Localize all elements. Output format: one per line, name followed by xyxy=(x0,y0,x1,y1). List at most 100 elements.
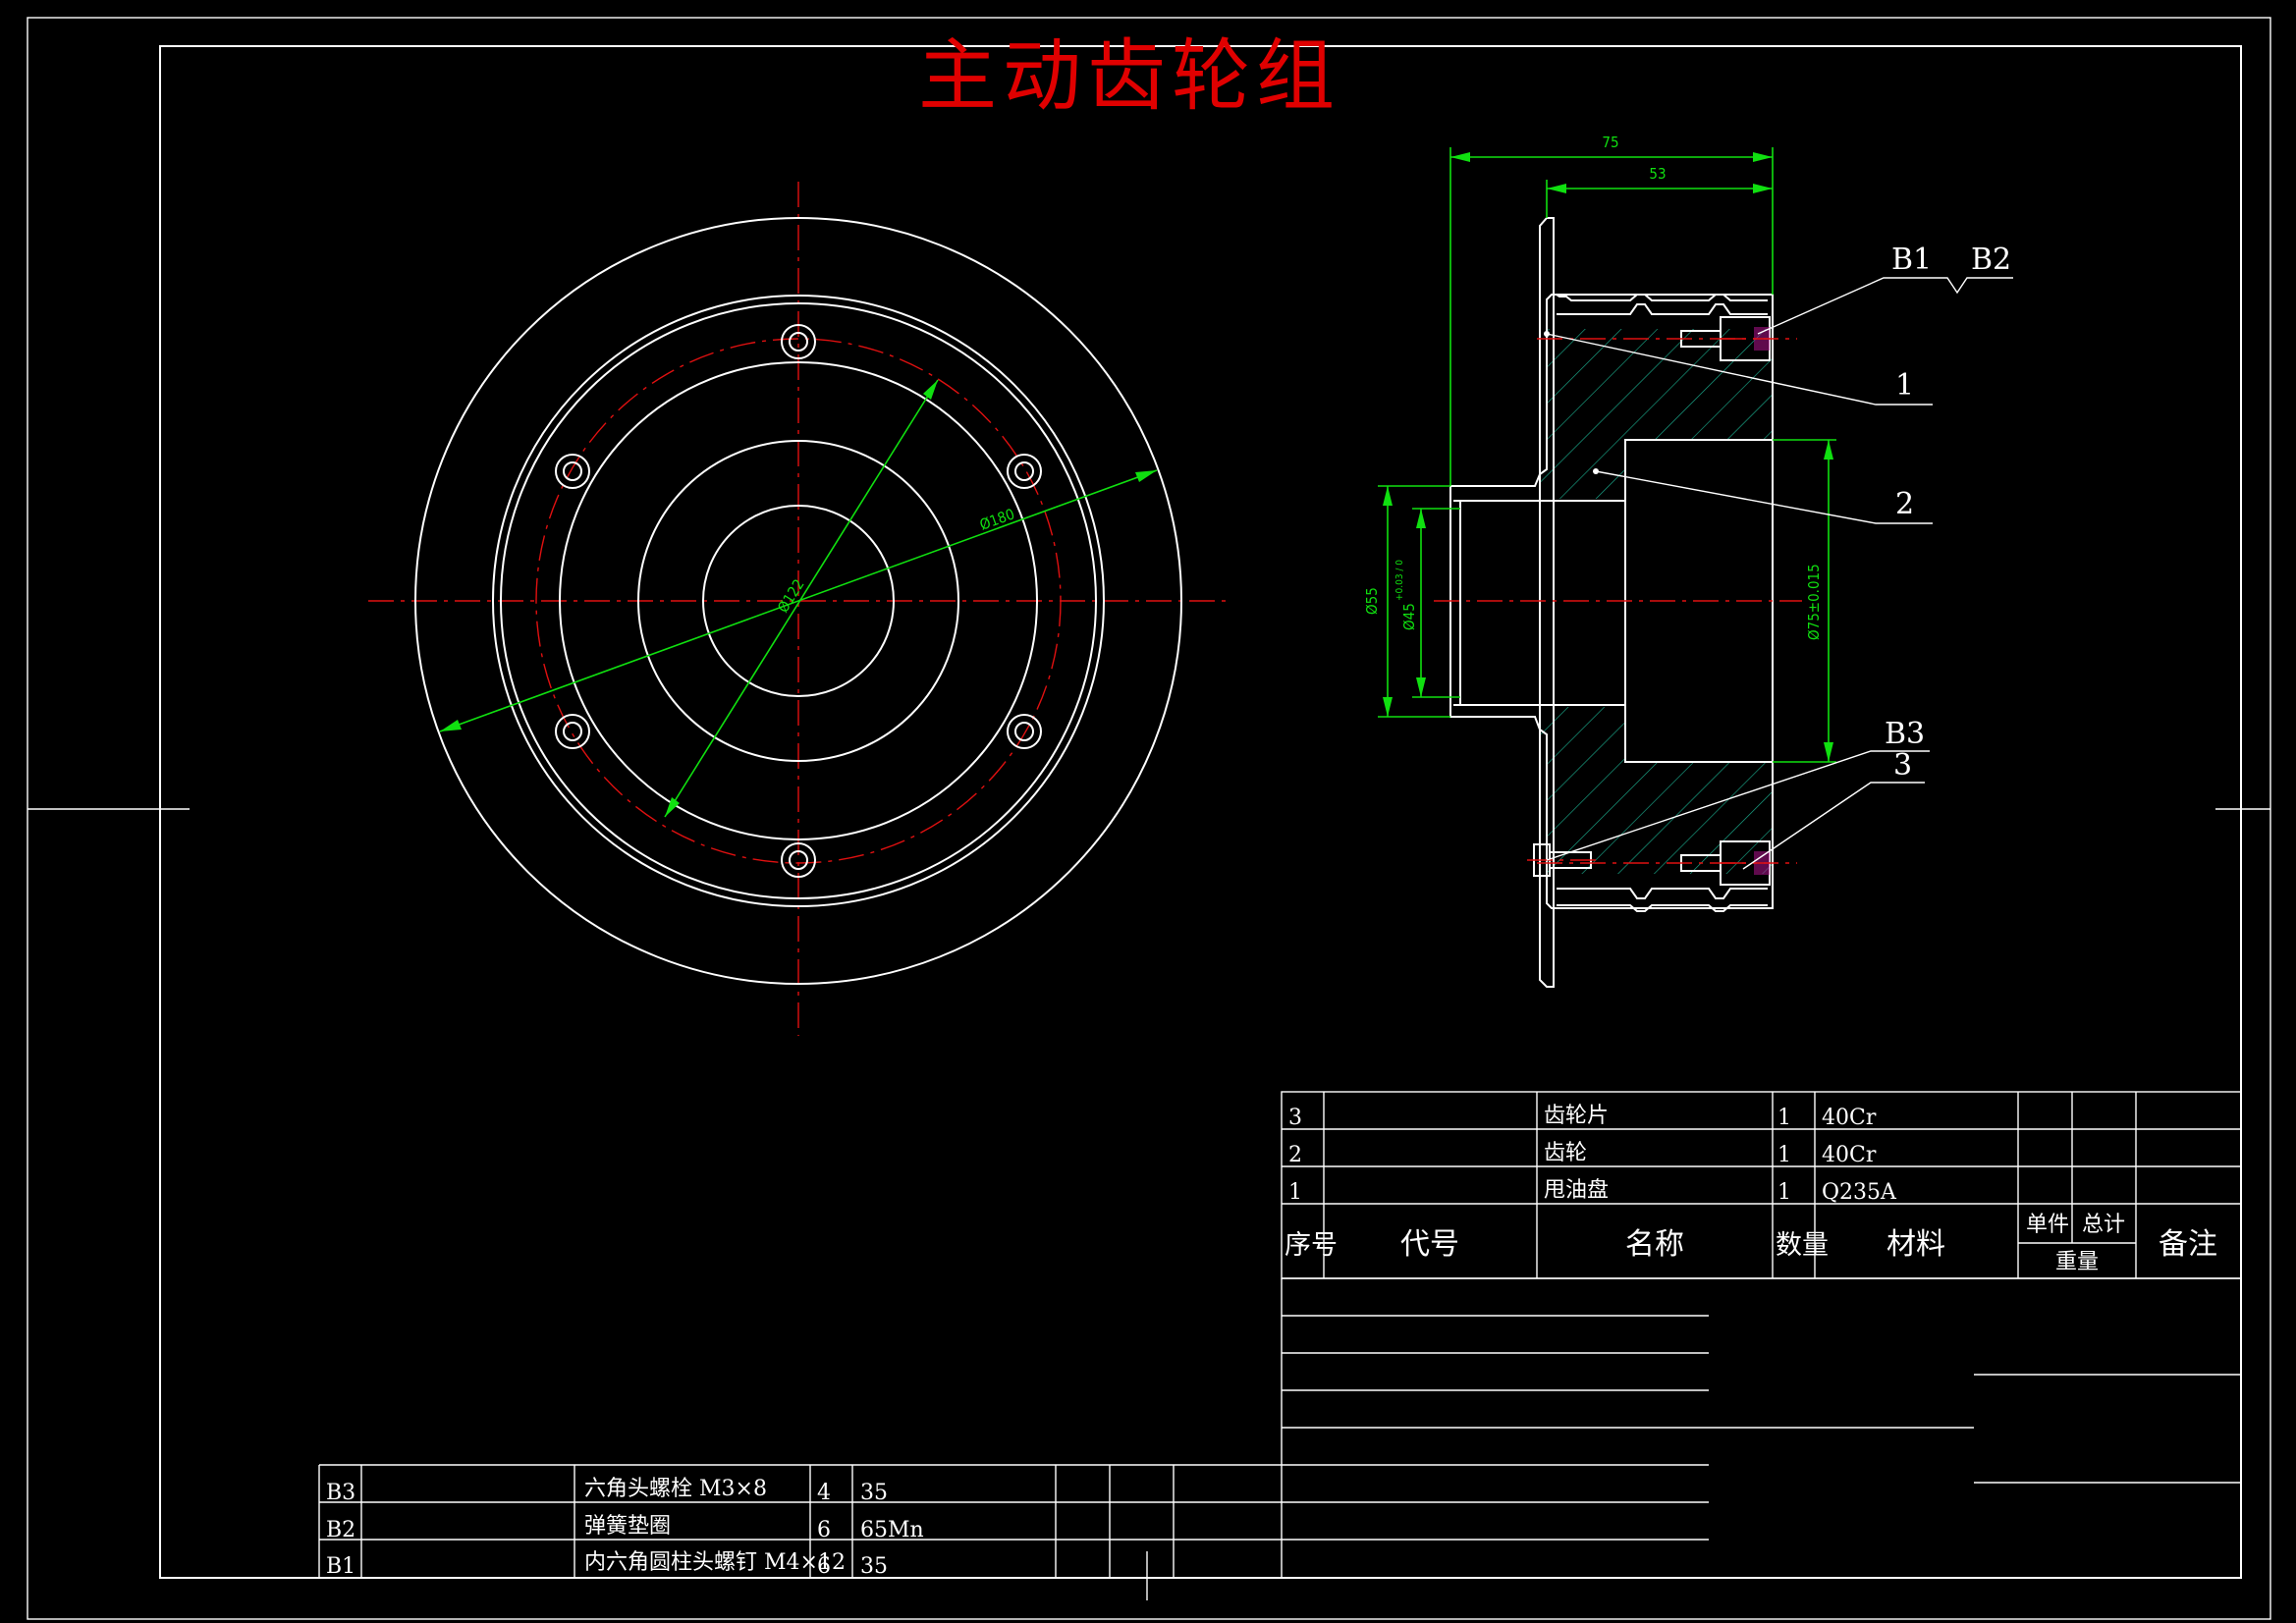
dim-d55-label: Ø55 xyxy=(1363,587,1381,615)
section-outline xyxy=(1449,294,1774,909)
standard-parts-table: B3 六角头螺栓 M3×8 4 35 B2 弹簧垫圈 6 65Mn B1 内六角… xyxy=(318,1464,1282,1600)
callout-1: 1 xyxy=(1895,368,1914,403)
leader-2 xyxy=(1595,470,1933,524)
callout-b3: B3 xyxy=(1885,717,1925,751)
table-cell-text: 3 xyxy=(1288,1106,1302,1130)
dim-75-label: 75 xyxy=(1602,134,1618,151)
table-row: B3 六角头螺栓 M3×8 4 35 xyxy=(326,1477,888,1505)
arrowhead xyxy=(1135,470,1157,482)
table-cell-text: Q235A xyxy=(1822,1180,1897,1205)
bore-circle xyxy=(702,505,895,697)
table-cell-text: 弹簧垫圈 xyxy=(584,1514,671,1539)
table-cell-text: 1 xyxy=(1777,1143,1791,1167)
table-row: 1 甩油盘 1 Q235A xyxy=(1288,1178,1897,1205)
leader-1 xyxy=(1546,333,1933,406)
table-cell-text: 名称 xyxy=(1625,1227,1684,1262)
table-cell-text: 甩油盘 xyxy=(1544,1178,1609,1203)
arrowhead xyxy=(1753,152,1773,162)
arrowhead xyxy=(1753,184,1773,193)
table-cell-text: 6 xyxy=(817,1554,831,1579)
table-cell-text: 1 xyxy=(1777,1106,1791,1130)
arrowhead xyxy=(1450,152,1470,162)
dim-d75-label: Ø75±0.015 xyxy=(1805,564,1823,640)
table-cell-text: 备注 xyxy=(2159,1227,2217,1262)
arrowhead xyxy=(1824,440,1833,460)
bolt-holes xyxy=(555,324,1042,878)
bolt-hole xyxy=(555,454,590,489)
table-cell-text: B3 xyxy=(326,1481,355,1505)
table-cell-text: 40Cr xyxy=(1822,1106,1877,1130)
bolt-hole xyxy=(555,714,590,749)
bolt-hole xyxy=(781,324,816,359)
title-block xyxy=(1281,1278,2241,1578)
bolt-hole xyxy=(781,842,816,878)
table-cell-text: B1 xyxy=(326,1554,355,1579)
table-row: B2 弹簧垫圈 6 65Mn xyxy=(326,1514,924,1542)
table-header: 序号 代号 名称 数量 材料 单件 总计 重量 备注 xyxy=(1285,1213,2217,1274)
table-cell-text: 单件 xyxy=(2026,1213,2069,1237)
table-cell-text: 内六角圆柱头螺钉 M4×12 xyxy=(584,1550,846,1575)
table-cell-text: 6 xyxy=(817,1518,831,1542)
arrowhead xyxy=(1824,742,1833,762)
table-row: B1 内六角圆柱头螺钉 M4×12 6 35 xyxy=(326,1550,888,1579)
section-hatch-upper xyxy=(1540,329,1773,499)
bolt-hole xyxy=(1007,714,1042,749)
dim-53-label: 53 xyxy=(1649,165,1666,183)
arrowhead xyxy=(1383,486,1393,506)
table-row: 2 齿轮 1 40Cr xyxy=(1288,1141,1877,1167)
arrowhead xyxy=(1416,509,1426,528)
dim-d45-tolerance: +0.03 / 0 xyxy=(1394,560,1405,601)
leader-3 xyxy=(1742,782,1925,870)
gear-outer-circle xyxy=(492,295,1105,907)
table-cell-text: B2 xyxy=(326,1518,355,1542)
front-view: Ø180 Ø122 xyxy=(368,182,1228,1036)
gear-outer-circle-inner xyxy=(500,302,1097,899)
table-cell-text: 齿轮 xyxy=(1544,1141,1587,1165)
arrowhead xyxy=(1547,184,1566,193)
gear-teeth-bottom xyxy=(1557,888,1768,899)
dim-d45-label: Ø45 xyxy=(1400,603,1418,630)
section-view: 75 53 Ø55 Ø45 +0.03 / 0 Ø75±0.015 B1 B2 xyxy=(1363,134,2013,988)
table-cell-text: 序号 xyxy=(1285,1230,1338,1261)
table-cell-text: 65Mn xyxy=(860,1518,924,1542)
table-cell-text: 2 xyxy=(1288,1143,1302,1167)
arrowhead xyxy=(665,797,680,817)
table-cell-text: 数量 xyxy=(1776,1230,1829,1261)
callout-b2: B2 xyxy=(1971,243,2011,277)
arrowhead xyxy=(1383,697,1393,717)
table-row: 3 齿轮片 1 40Cr xyxy=(1288,1104,1877,1130)
section-hatch-lower xyxy=(1540,707,1773,874)
arrowhead xyxy=(923,380,938,400)
arrowhead xyxy=(440,720,462,731)
outer-flange-circle xyxy=(414,217,1182,985)
hub-circle xyxy=(637,440,959,762)
bolt-hole xyxy=(1007,454,1042,489)
table-cell-text: 40Cr xyxy=(1822,1143,1877,1167)
dim-line-d180 xyxy=(439,469,1158,732)
dim-d180-label: Ø180 xyxy=(977,505,1016,533)
table-cell-text: 1 xyxy=(1777,1180,1791,1205)
callout-3: 3 xyxy=(1893,748,1912,783)
table-cell-text: 35 xyxy=(860,1481,888,1505)
arrowhead xyxy=(1416,677,1426,697)
gear-teeth-bottom-2 xyxy=(1557,904,1768,912)
gear-teeth-top xyxy=(1556,294,1768,301)
leader-b1-b2 xyxy=(1757,277,2013,335)
gear-teeth-top-2 xyxy=(1557,303,1768,315)
callout-b1: B1 xyxy=(1891,243,1932,277)
table-cell-text: 六角头螺栓 M3×8 xyxy=(584,1477,767,1501)
table-cell-text: 材料 xyxy=(1886,1227,1945,1262)
table-cell-text: 总计 xyxy=(2082,1213,2125,1237)
drawing-title: 主动齿轮组 xyxy=(918,30,1340,122)
parts-table: 3 齿轮片 1 40Cr 2 齿轮 1 40Cr 1 甩油盘 1 Q235A 序… xyxy=(1281,1091,2242,1279)
table-cell-text: 35 xyxy=(860,1554,888,1579)
table-cell-text: 重量 xyxy=(2055,1250,2099,1274)
dim-line-d122 xyxy=(664,379,939,818)
leader-b3 xyxy=(1546,750,1930,861)
inner-drawing-frame xyxy=(159,45,2242,1579)
table-cell-text: 齿轮片 xyxy=(1544,1104,1609,1128)
outer-sheet-border xyxy=(27,17,2271,1620)
callout-2: 2 xyxy=(1895,487,1914,521)
table-cell-text: 代号 xyxy=(1400,1227,1459,1262)
